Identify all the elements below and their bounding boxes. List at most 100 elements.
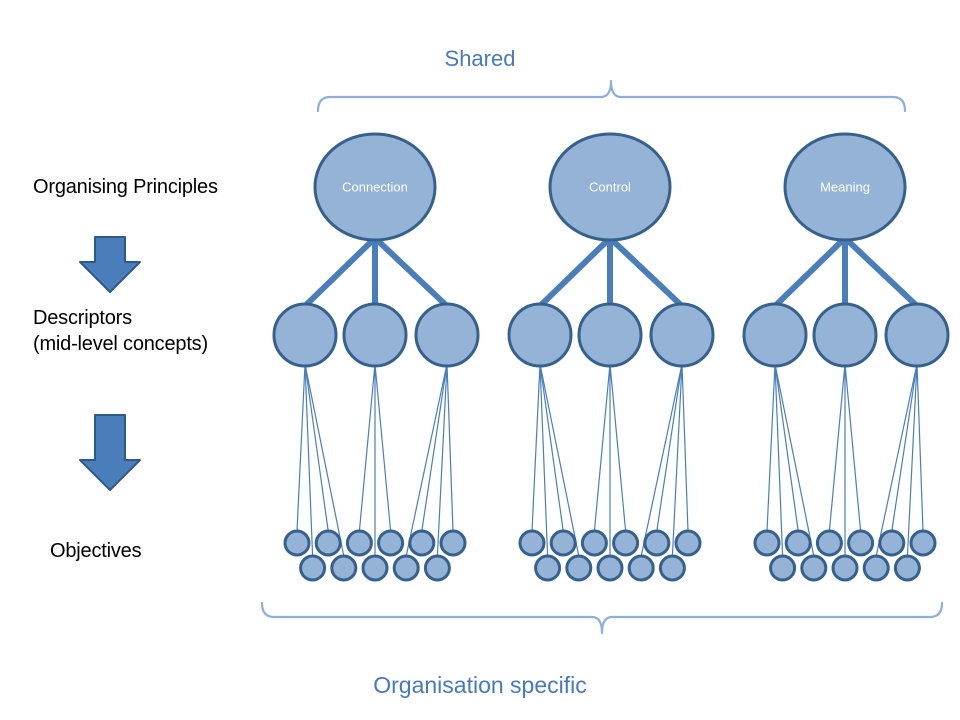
principle-node-connection[interactable] bbox=[313, 132, 437, 242]
connector-descriptor-to-objective bbox=[421, 363, 448, 532]
connector-descriptor-to-objective bbox=[539, 363, 549, 557]
thick-connector-layer bbox=[302, 235, 920, 309]
connector-principle-to-descriptor bbox=[607, 235, 685, 309]
connector-descriptor-to-objective bbox=[539, 363, 580, 557]
objective-node[interactable] bbox=[299, 554, 327, 582]
descriptor-node[interactable] bbox=[507, 302, 573, 368]
descriptor-node[interactable] bbox=[812, 302, 878, 368]
principle-node-control[interactable] bbox=[548, 132, 672, 242]
connector-descriptor-to-objective bbox=[640, 363, 683, 557]
objective-node[interactable] bbox=[878, 529, 906, 557]
objective-node[interactable] bbox=[643, 529, 671, 557]
connector-principle-to-descriptor bbox=[772, 235, 848, 309]
objective-node-layer bbox=[283, 529, 937, 582]
bracket-organisation-specific bbox=[260, 601, 944, 635]
flow-arrow-descriptors-to-objectives bbox=[79, 414, 141, 491]
descriptor-node[interactable] bbox=[884, 302, 950, 368]
objective-node[interactable] bbox=[361, 554, 389, 582]
connector-principle-to-descriptor bbox=[372, 235, 450, 309]
objective-node[interactable] bbox=[392, 554, 420, 582]
connector-principle-to-descriptor bbox=[537, 235, 613, 309]
objective-node[interactable] bbox=[612, 529, 640, 557]
connector-descriptor-to-objective bbox=[916, 363, 924, 532]
objective-node[interactable] bbox=[283, 529, 311, 557]
bracket-layer bbox=[260, 79, 944, 635]
objective-node[interactable] bbox=[784, 529, 812, 557]
connector-descriptor-to-objective bbox=[405, 363, 448, 557]
connector-descriptor-to-objective bbox=[593, 363, 611, 532]
bracket-caption-organisation-specific: Organisation specific bbox=[373, 672, 587, 698]
objective-node[interactable] bbox=[658, 554, 686, 582]
bracket-shared bbox=[316, 79, 907, 113]
connector-descriptor-to-objective bbox=[774, 363, 784, 557]
connector-descriptor-to-objective bbox=[656, 363, 683, 532]
connector-principle-to-descriptor bbox=[842, 235, 920, 309]
objective-node[interactable] bbox=[423, 554, 451, 582]
principle-node-meaning[interactable] bbox=[783, 132, 907, 242]
principle-node-label: Control bbox=[589, 179, 631, 194]
descriptor-node[interactable] bbox=[577, 302, 643, 368]
objective-node[interactable] bbox=[831, 554, 859, 582]
objective-node[interactable] bbox=[518, 529, 546, 557]
objective-node[interactable] bbox=[815, 529, 843, 557]
connector-descriptor-to-objective bbox=[304, 363, 314, 557]
objective-node[interactable] bbox=[909, 529, 937, 557]
principle-node-layer: Connection Control Meaning bbox=[313, 132, 907, 242]
connector-descriptor-to-objective bbox=[374, 363, 392, 532]
connector-descriptor-to-objective bbox=[304, 363, 329, 532]
objective-node[interactable] bbox=[534, 554, 562, 582]
thin-connector-layer bbox=[296, 363, 924, 557]
flow-arrow-principles-to-descriptors bbox=[79, 236, 141, 293]
bracket-caption-shared: Shared bbox=[444, 46, 516, 71]
objective-node[interactable] bbox=[377, 529, 405, 557]
connector-descriptor-to-objective bbox=[436, 363, 448, 557]
row-label-descriptors: Descriptors (mid-level concepts) bbox=[33, 307, 208, 355]
principle-node-label: Meaning bbox=[820, 179, 870, 194]
connector-principle-to-descriptor bbox=[302, 235, 378, 309]
connector-descriptor-to-objective bbox=[891, 363, 918, 532]
connector-descriptor-to-objective bbox=[774, 363, 815, 557]
objective-node[interactable] bbox=[408, 529, 436, 557]
connector-descriptor-to-objective bbox=[828, 363, 846, 532]
row-label-objectives: Objectives bbox=[50, 540, 142, 562]
descriptor-node[interactable] bbox=[272, 302, 338, 368]
connector-descriptor-to-objective bbox=[906, 363, 918, 557]
connector-descriptor-to-objective bbox=[844, 363, 862, 532]
connector-descriptor-to-objective bbox=[671, 363, 683, 557]
objective-node[interactable] bbox=[674, 529, 702, 557]
connector-descriptor-to-objective bbox=[681, 363, 689, 532]
connector-descriptor-to-objective bbox=[531, 363, 541, 532]
objective-node[interactable] bbox=[549, 529, 577, 557]
objective-node[interactable] bbox=[769, 554, 797, 582]
objective-node[interactable] bbox=[330, 554, 358, 582]
descriptor-node[interactable] bbox=[342, 302, 408, 368]
objective-node[interactable] bbox=[753, 529, 781, 557]
descriptor-node[interactable] bbox=[649, 302, 715, 368]
objective-node[interactable] bbox=[439, 529, 467, 557]
objective-node[interactable] bbox=[596, 554, 624, 582]
connector-descriptor-to-objective bbox=[304, 363, 345, 557]
connector-descriptor-to-objective bbox=[774, 363, 799, 532]
connector-descriptor-to-objective bbox=[875, 363, 918, 557]
connector-descriptor-to-objective bbox=[358, 363, 376, 532]
objective-node[interactable] bbox=[627, 554, 655, 582]
objective-node[interactable] bbox=[893, 554, 921, 582]
connector-descriptor-to-objective bbox=[766, 363, 776, 532]
objective-node[interactable] bbox=[580, 529, 608, 557]
objective-node[interactable] bbox=[847, 529, 875, 557]
connector-descriptor-to-objective bbox=[609, 363, 627, 532]
connector-descriptor-to-objective bbox=[539, 363, 564, 532]
objective-node[interactable] bbox=[345, 529, 373, 557]
descriptor-node-layer bbox=[272, 302, 950, 368]
objective-node[interactable] bbox=[314, 529, 342, 557]
objective-node[interactable] bbox=[565, 554, 593, 582]
descriptor-node[interactable] bbox=[742, 302, 808, 368]
descriptor-node[interactable] bbox=[414, 302, 480, 368]
principle-node-label: Connection bbox=[342, 179, 408, 194]
objective-node[interactable] bbox=[862, 554, 890, 582]
connector-descriptor-to-objective bbox=[296, 363, 306, 532]
connector-descriptor-to-objective bbox=[446, 363, 454, 532]
objective-node[interactable] bbox=[800, 554, 828, 582]
